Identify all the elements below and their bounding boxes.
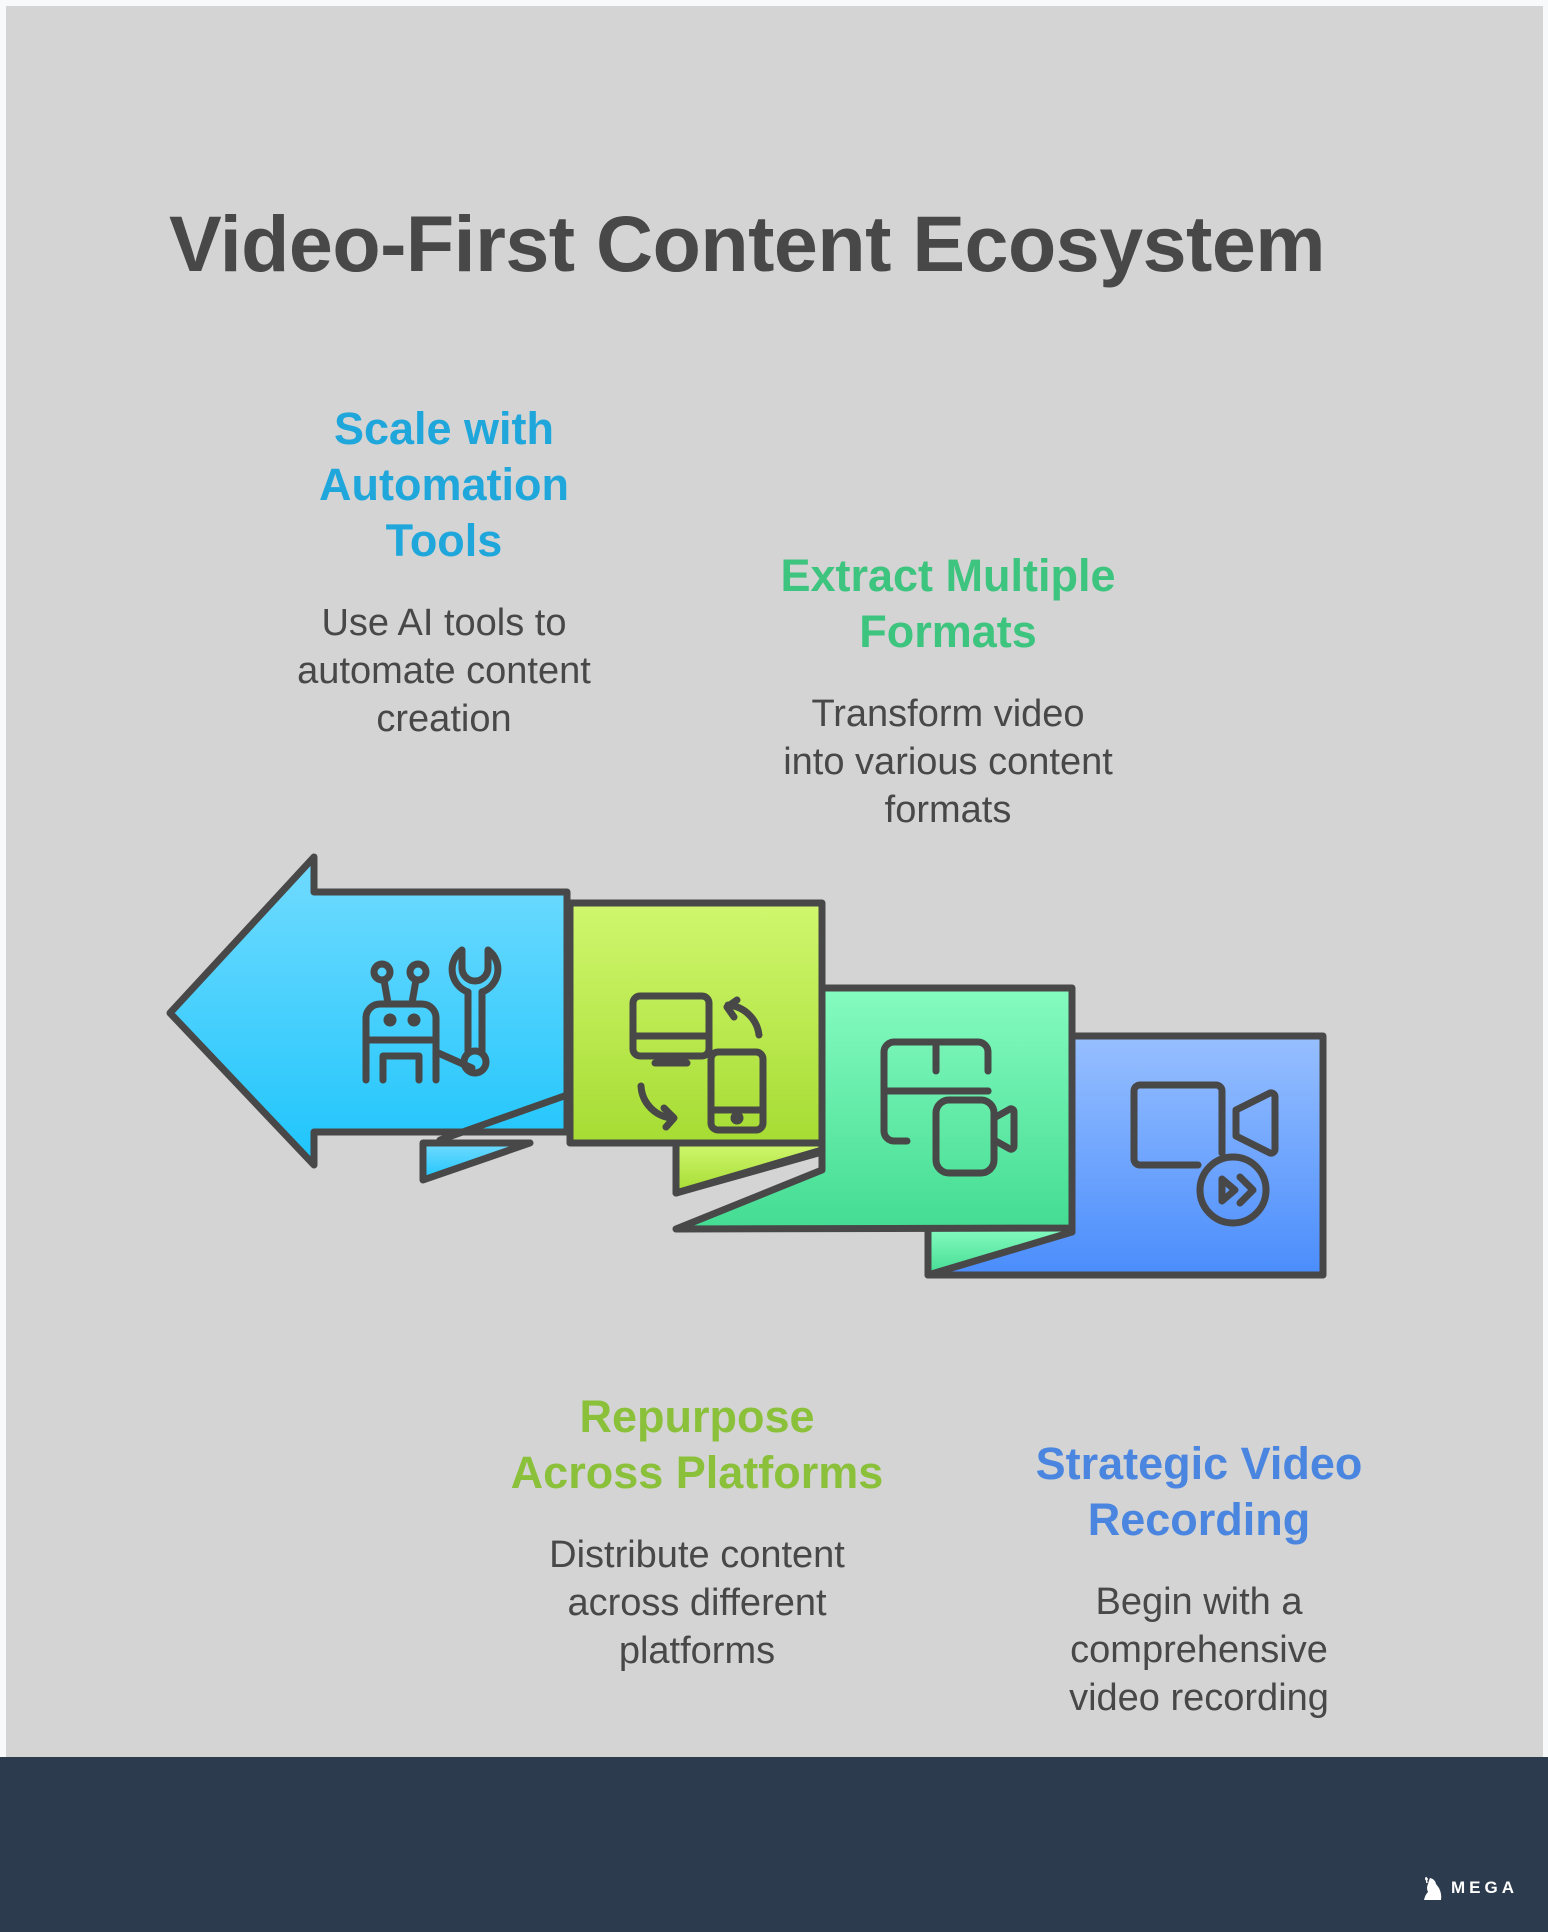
step-repurpose-description: Distribute content across different plat…	[549, 1534, 845, 1672]
step-extract-description: Transform video into various content for…	[783, 693, 1113, 831]
step-repurpose-text: Repurpose Across Platforms Distribute co…	[511, 1389, 884, 1675]
devices-sync-icon	[629, 992, 767, 1134]
step-repurpose-shape	[419, 899, 826, 1184]
page-title: Video-First Content Ecosystem	[168, 199, 1326, 288]
step-strategic-heading: Strategic Video Recording	[1035, 1438, 1363, 1545]
step-scale-description: Use AI tools to automate content creatio…	[297, 602, 591, 740]
video-forward-icon	[1130, 1081, 1279, 1227]
step-strategic-description: Begin with a comprehensive video recordi…	[1069, 1581, 1329, 1719]
brand-logo[interactable]: MEGA	[1421, 1875, 1518, 1901]
wizard-logo-icon	[1424, 1876, 1442, 1900]
infographic-panel	[6, 6, 1543, 1757]
step-scale-text: Scale with Automation Tools Use AI tools…	[297, 401, 591, 743]
step-scale-heading: Scale with Automation Tools	[319, 403, 569, 566]
robot-wrench-icon	[362, 946, 502, 1084]
step-repurpose-heading: Repurpose Across Platforms	[510, 1391, 884, 1498]
step-extract-text: Extract Multiple Formats Transform video…	[780, 548, 1115, 834]
brand-name: MEGA	[1451, 1878, 1518, 1897]
layout-video-icon	[880, 1038, 1018, 1177]
footer: MEGA	[0, 1757, 1548, 1932]
step-strategic-text: Strategic Video Recording Begin with a c…	[1036, 1436, 1363, 1722]
step-extract-heading: Extract Multiple Formats	[780, 550, 1116, 657]
